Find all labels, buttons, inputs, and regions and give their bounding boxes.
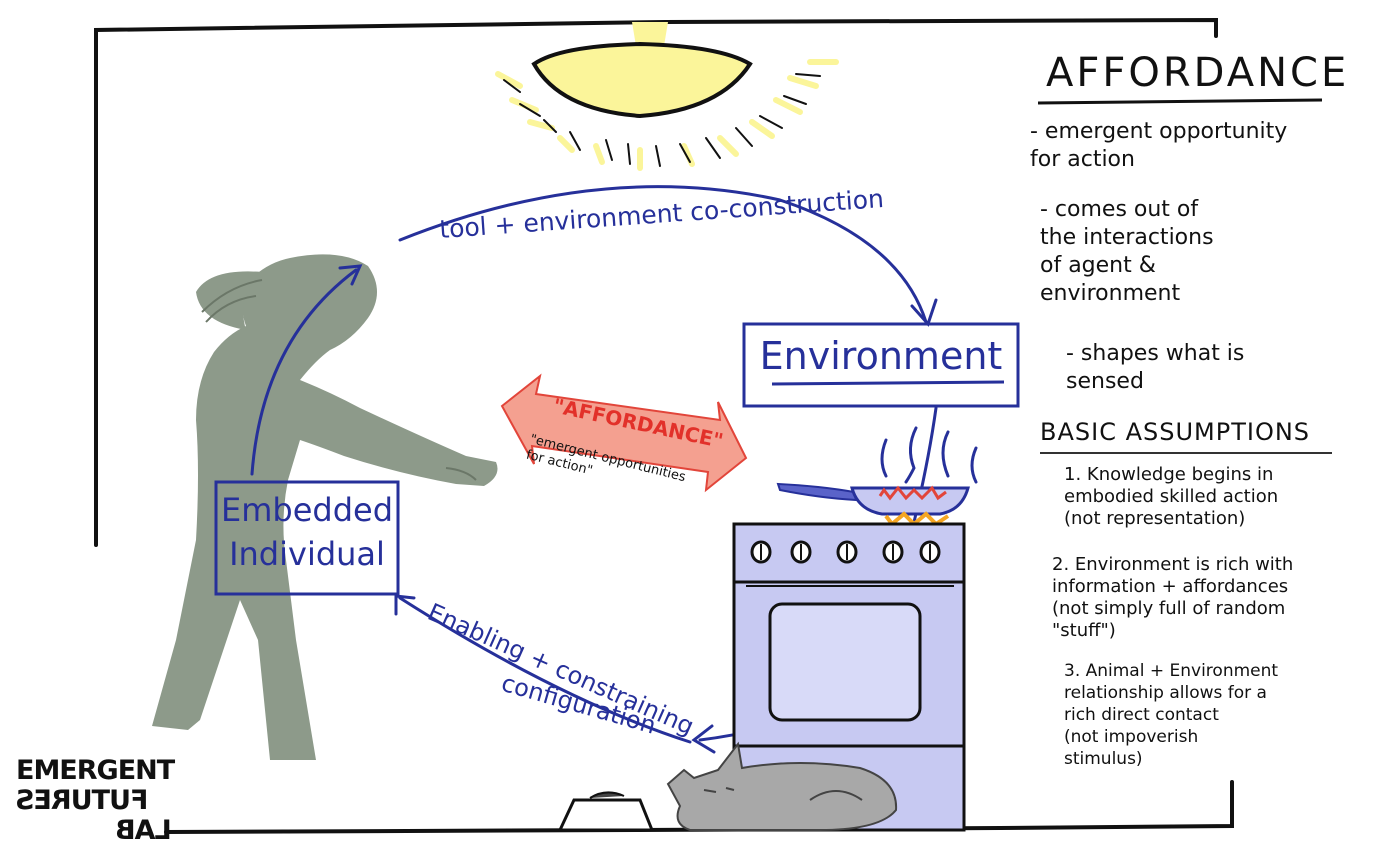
person-outline-strokes [201, 279, 477, 481]
logo-line-3-text: LAB [116, 815, 172, 846]
logo-line-2: FUTURES [16, 785, 149, 816]
logo-line-1: EMERGENT [16, 755, 175, 786]
embedded-label-line1: Embedded [220, 491, 393, 529]
environment-box [742, 322, 1020, 408]
sleeping-cat [666, 741, 898, 831]
top-arrow-label: tool + environment co-construction [438, 184, 884, 244]
assumption-item-3: 3. Animal + Environment relationship all… [1064, 661, 1279, 769]
basic-assumptions-title: BASIC ASSUMPTIONS [1040, 418, 1311, 446]
embedded-individual-box [214, 480, 400, 596]
definition-item-2: - comes out of the interactions of agent… [1040, 197, 1214, 306]
environment-label: Environment [759, 334, 1003, 378]
logo-line-3-rule [273, 829, 314, 833]
affordance-title: AFFORDANCE [1046, 50, 1350, 96]
basic-assumptions-underline [1040, 452, 1332, 454]
definition-item-3: - shapes what is sensed [1066, 341, 1245, 394]
assumption-item-2: 2. Environment is rich with information … [1052, 554, 1294, 641]
assumption-item-1: 1. Knowledge begins in embodied skilled … [1064, 464, 1279, 529]
ceiling-lamp [495, 22, 839, 171]
affordance-double-arrow [500, 373, 748, 493]
definition-item-1: - emergent opportunity for action [1030, 119, 1288, 172]
emergent-futures-lab-logo: EMERGENT FUTURES LAB [16, 756, 320, 846]
embedded-label-line2: Individual [229, 535, 385, 573]
logo-line-3: LAB [16, 815, 320, 846]
embedded-individual-label: Embedded Individual [216, 488, 398, 576]
pet-bowl [557, 791, 655, 832]
frying-pan [776, 482, 970, 527]
steam-lines [880, 426, 978, 484]
